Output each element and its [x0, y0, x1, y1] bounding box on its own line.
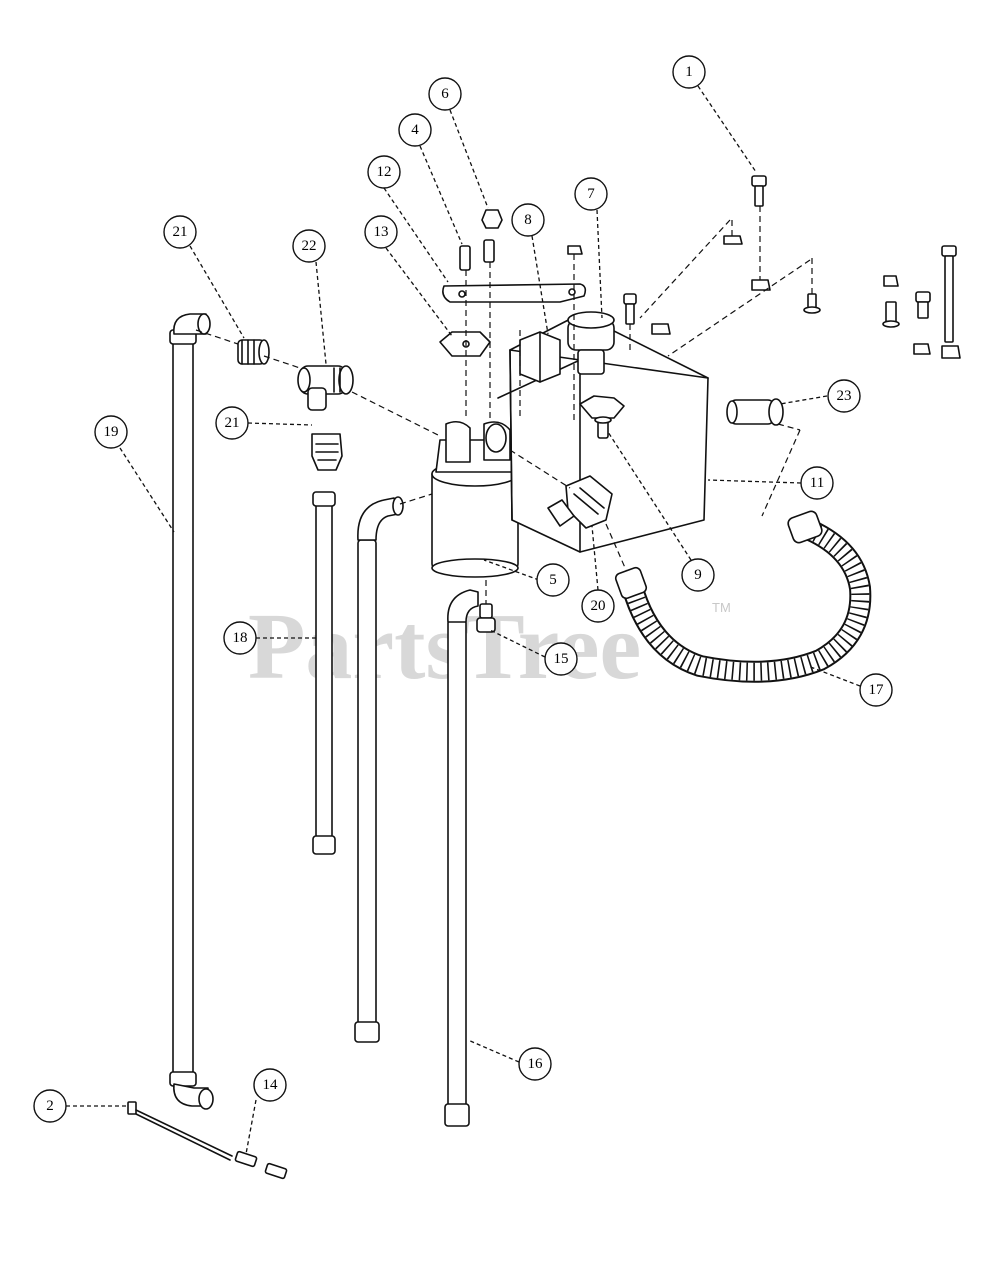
callout-1-label: 1: [685, 64, 693, 80]
callout-17-label: 17: [869, 682, 885, 698]
callout-5: 5: [536, 563, 570, 597]
callout-21-top-label: 21: [173, 224, 188, 240]
callout-9-label: 9: [694, 567, 702, 583]
callout-18-label: 18: [233, 630, 248, 646]
callout-16-label: 16: [528, 1056, 544, 1072]
tube-18: [312, 491, 336, 855]
callout-20: 20: [581, 589, 615, 623]
callout-11: 11: [800, 466, 834, 500]
callout-17: 17: [859, 673, 893, 707]
tank-cap: [579, 395, 625, 419]
rod-2: [127, 1101, 233, 1161]
leader-lines: [66, 85, 861, 1155]
callout-6: 6: [428, 77, 462, 111]
callout-18: 18: [223, 621, 257, 655]
tube-16: [444, 589, 479, 1127]
callout-19: 19: [94, 415, 128, 449]
assembly-lines: [195, 219, 811, 571]
callout-23: 23: [827, 379, 861, 413]
callout-13-label: 13: [374, 224, 389, 240]
callout-13: 13: [364, 215, 398, 249]
tee-fitting-22: [297, 365, 354, 411]
tube-19: [169, 313, 214, 1110]
callout-20-label: 20: [591, 598, 606, 614]
callout-15: 15: [544, 642, 578, 676]
hose-17: [614, 510, 872, 683]
callout-2-label: 2: [46, 1098, 54, 1114]
callout-4: 4: [398, 113, 432, 147]
callout-14-label: 14: [263, 1077, 279, 1093]
callout-22: 22: [292, 229, 326, 263]
watermark-trademark: TM: [712, 600, 731, 615]
cap-13: [439, 331, 491, 357]
watermark-brand: PartsTree: [248, 595, 641, 699]
callout-4-label: 4: [411, 122, 419, 138]
callout-7-label: 7: [587, 186, 595, 202]
callout-6-label: 6: [441, 86, 449, 102]
callout-22-label: 22: [302, 238, 317, 254]
block-8: [519, 331, 561, 383]
callout-21-lower: 21: [215, 406, 249, 440]
elbow-fitting-23: [726, 398, 784, 426]
callout-2: 2: [33, 1089, 67, 1123]
bracket-12: [442, 283, 587, 303]
callout-1: 1: [672, 55, 706, 89]
fitting-21-top: [237, 339, 270, 365]
callout-5-label: 5: [549, 572, 557, 588]
callout-12: 12: [367, 155, 401, 189]
sleeves-14: [234, 1150, 288, 1180]
fitting-21-lower: [311, 433, 343, 471]
callout-23-label: 23: [837, 388, 852, 404]
callout-16: 16: [518, 1047, 552, 1081]
callout-7: 7: [574, 177, 608, 211]
bolts-4-6: [459, 209, 503, 420]
callout-15-label: 15: [554, 651, 569, 667]
tube-elbow-middle: [354, 496, 404, 1043]
screw-9: [594, 416, 612, 439]
callout-12-label: 12: [377, 164, 392, 180]
callout-19-label: 19: [104, 424, 119, 440]
fittings-20: [547, 475, 613, 529]
filter-5: [431, 420, 519, 578]
callout-8: 8: [511, 203, 545, 237]
callout-8-label: 8: [524, 212, 532, 228]
callout-9: 9: [681, 558, 715, 592]
callout-21-top: 21: [163, 215, 197, 249]
hardware-small: [567, 175, 961, 420]
callout-14: 14: [253, 1068, 287, 1102]
callout-21-lower-label: 21: [225, 415, 240, 431]
callout-11-label: 11: [810, 475, 824, 491]
